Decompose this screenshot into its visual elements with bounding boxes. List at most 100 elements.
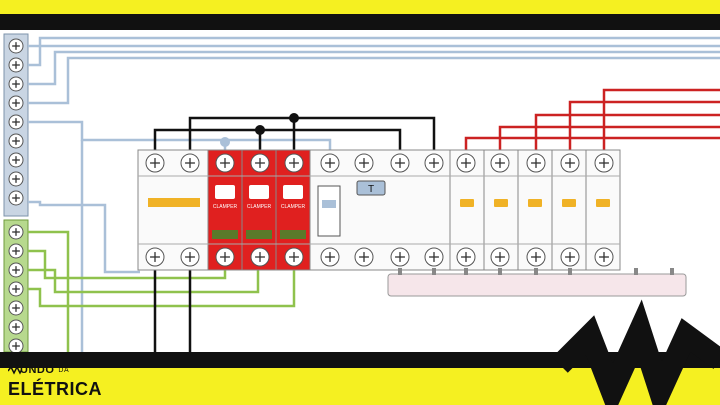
neutral-terminal-screw <box>8 114 24 130</box>
brand-word-2: DA <box>58 366 70 374</box>
neutral-terminal-screw <box>8 152 24 168</box>
module-screw-top <box>145 153 165 173</box>
main-breaker-indicator <box>148 198 200 207</box>
neutral-wires <box>28 36 720 352</box>
dps-logo-icon <box>283 185 303 199</box>
neutral-terminal-screw <box>8 57 24 73</box>
module-screw-top <box>215 153 235 173</box>
module-screw-top <box>424 153 444 173</box>
dps-window <box>212 230 238 239</box>
module-screw-top <box>320 153 340 173</box>
circuit-wire <box>568 100 720 160</box>
dps-window <box>246 230 272 239</box>
breaker-indicator <box>528 199 542 207</box>
breaker-indicator <box>562 199 576 207</box>
dps-label: CLAMPER <box>213 204 238 210</box>
module-screw-bottom <box>354 247 374 267</box>
neutral-wire <box>28 36 720 67</box>
module-screw-top <box>180 153 200 173</box>
comb-tooth <box>498 268 502 275</box>
phase-wire <box>294 116 436 160</box>
module-screw-bottom <box>490 247 510 267</box>
neutral-wire <box>28 56 720 105</box>
ground-wires <box>28 230 296 352</box>
ground-wire <box>28 249 227 280</box>
module-screw-bottom <box>594 247 614 267</box>
module-screw-top <box>594 153 614 173</box>
neutral-terminal-screw <box>8 133 24 149</box>
wave-logo-icon <box>8 365 22 375</box>
comb-tooth <box>670 268 674 275</box>
dps-logo-icon <box>215 185 235 199</box>
neutral-terminals <box>8 38 24 206</box>
ground-terminal-screw <box>8 338 24 354</box>
module-screw-bottom <box>180 247 200 267</box>
module-screw-bottom <box>284 247 304 267</box>
ground-terminal-screw <box>8 281 24 297</box>
module-screw-top <box>456 153 476 173</box>
comb-tooth <box>432 268 436 275</box>
ground-terminal-screw <box>8 243 24 259</box>
module-screw-bottom <box>456 247 476 267</box>
module-screw-top <box>490 153 510 173</box>
neutral-terminal-screw <box>8 171 24 187</box>
module-screw-bottom <box>424 247 444 267</box>
junction-dot <box>255 125 265 135</box>
din-modules: CLAMPER CLAMPER CLAMPER T <box>137 149 621 271</box>
neutral-terminal-screw <box>8 38 24 54</box>
dr-test-label: T <box>368 184 374 195</box>
dps-label: CLAMPER <box>247 204 272 210</box>
ground-terminal-screw <box>8 224 24 240</box>
dr-test-button[interactable] <box>356 180 386 196</box>
module-screw-bottom <box>526 247 546 267</box>
ground-terminal-screw <box>8 300 24 316</box>
module-screw-top <box>390 153 410 173</box>
neutral-terminal-screw <box>8 95 24 111</box>
ground-wire <box>28 262 296 308</box>
dps-label: CLAMPER <box>281 204 306 210</box>
junction-dot <box>289 113 299 123</box>
circuit-wire <box>498 125 720 160</box>
dps-window <box>280 230 306 239</box>
circuit-wire <box>602 88 720 160</box>
circuit-wire <box>534 113 720 160</box>
ground-wire <box>28 230 70 352</box>
module-screw-bottom <box>560 247 580 267</box>
ground-terminal-screw <box>8 262 24 278</box>
comb-tooth <box>634 268 638 275</box>
phase-red-wires <box>464 88 720 160</box>
brand-word-1: UNDO <box>20 364 55 376</box>
phase-wire <box>188 116 296 160</box>
top-black-bar <box>0 14 720 30</box>
dr-lever-indicator <box>322 200 336 208</box>
neutral-wire <box>28 200 140 274</box>
module-screw-top <box>250 153 270 173</box>
module-screw-bottom <box>250 247 270 267</box>
dps-logo-icon <box>249 185 269 199</box>
comb-busbar <box>387 273 687 297</box>
breaker-indicator <box>596 199 610 207</box>
module-screw-top <box>560 153 580 173</box>
junction-dot <box>220 137 230 147</box>
module-screw-bottom <box>390 247 410 267</box>
top-yellow-band <box>0 0 720 14</box>
comb-teeth <box>398 268 674 275</box>
zigzag-logo-icon <box>552 299 720 405</box>
module-screw-bottom <box>320 247 340 267</box>
module-screw-top <box>354 153 374 173</box>
bottom-black-bar <box>0 352 720 368</box>
breaker-indicator <box>494 199 508 207</box>
module-screw-top <box>526 153 546 173</box>
ground-terminals <box>8 224 24 354</box>
module-screw-bottom <box>145 247 165 267</box>
dr-lever <box>317 185 341 237</box>
module-screw-bottom <box>215 247 235 267</box>
ground-wire <box>28 262 260 294</box>
comb-tooth <box>534 268 538 275</box>
brand-line-2: ELÉTRICA <box>8 379 102 399</box>
neutral-terminal-screw <box>8 76 24 92</box>
comb-tooth <box>568 268 572 275</box>
